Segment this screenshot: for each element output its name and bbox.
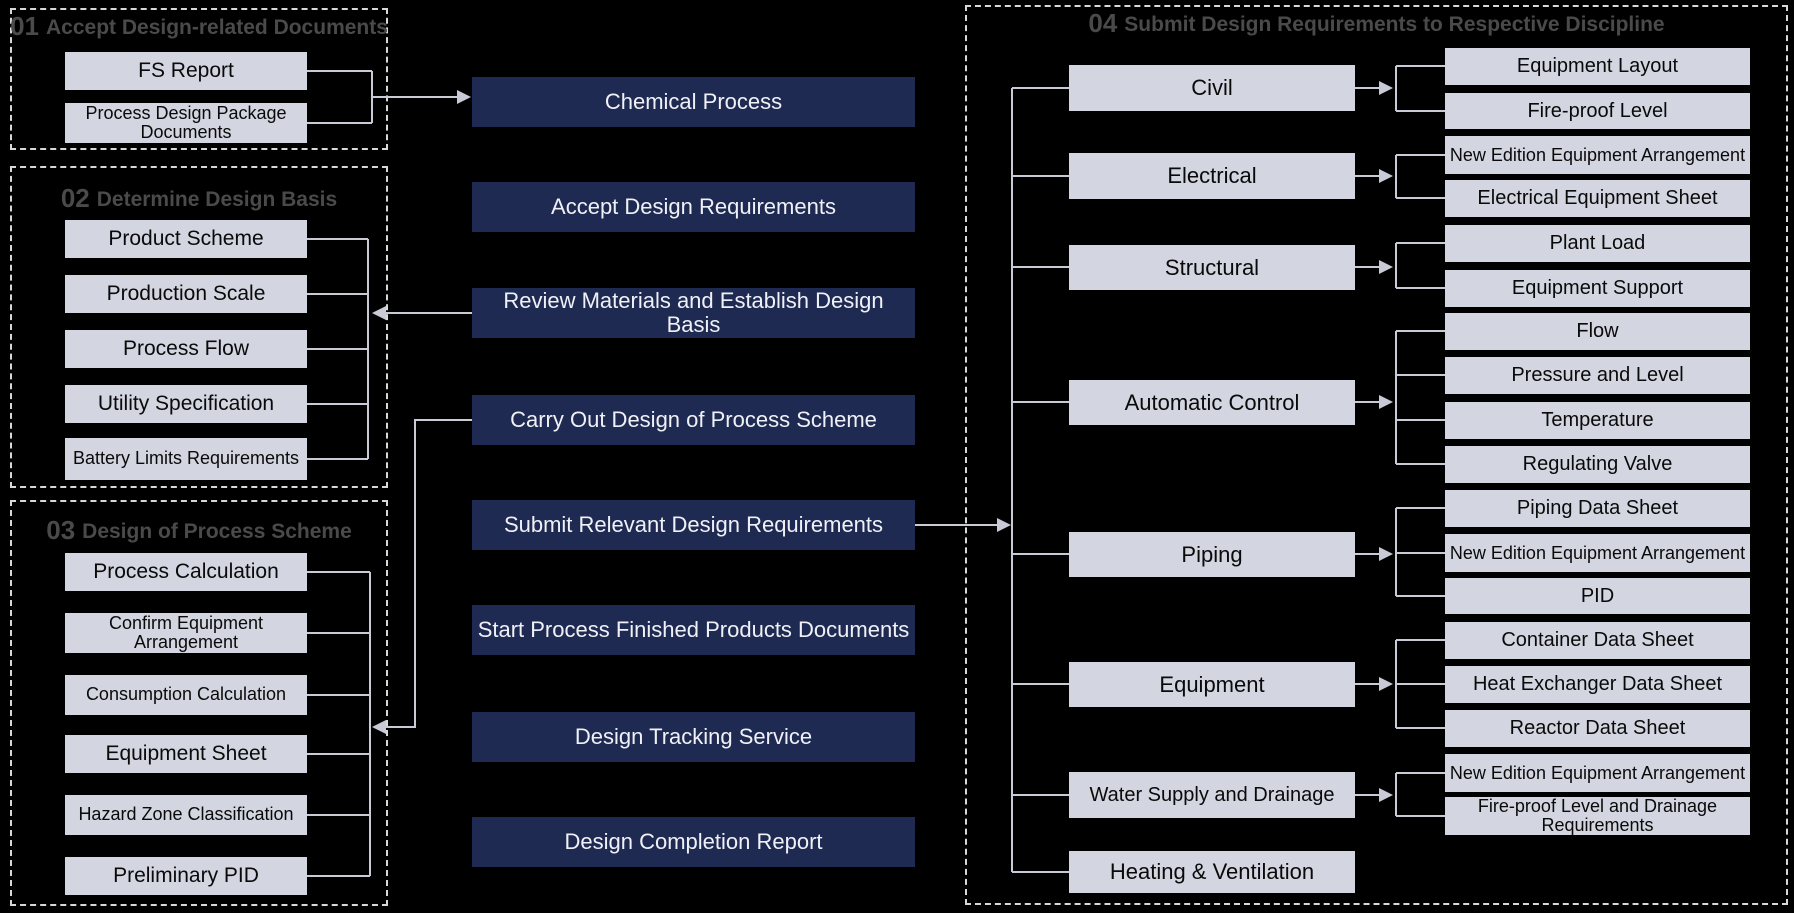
group-03-label: Design of Process Scheme (82, 520, 352, 543)
node-process-flow: Process Flow (65, 330, 307, 368)
node-equipment: Equipment (1069, 662, 1355, 707)
group-02-title: 02 Determine Design Basis (10, 184, 388, 214)
node-electrical-equipment-sheet: Electrical Equipment Sheet (1445, 180, 1750, 217)
node-confirm-equipment-arrangement: Confirm Equipment Arrangement (65, 613, 307, 653)
node-regulating-valve: Regulating Valve (1445, 446, 1750, 483)
node-production-scale: Production Scale (65, 275, 307, 313)
node-start-process-finished-products-documents: Start Process Finished Products Document… (472, 605, 915, 655)
node-utility-specification: Utility Specification (65, 385, 307, 423)
group-04-number: 04 (1088, 8, 1118, 38)
group-03-frame (10, 500, 388, 906)
node-new-edition-equipment-arrangement-1: New Edition Equipment Arrangement (1445, 136, 1750, 174)
node-electrical: Electrical (1069, 153, 1355, 199)
node-temperature: Temperature (1445, 402, 1750, 439)
node-accept-design-requirements: Accept Design Requirements (472, 182, 915, 232)
group-02-label: Determine Design Basis (96, 188, 338, 211)
node-automatic-control: Automatic Control (1069, 380, 1355, 425)
group-04-title: 04 Submit Design Requirements to Respecti… (965, 9, 1788, 39)
node-review-materials-and-establish-design-basis: Review Materials and Establish Design Ba… (472, 288, 915, 338)
node-pid: PID (1445, 578, 1750, 614)
node-submit-relevant-design-requirements: Submit Relevant Design Requirements (472, 500, 915, 550)
node-design-completion-report: Design Completion Report (472, 817, 915, 867)
group-04-label: Submit Design Requirements to Respective… (1124, 13, 1665, 36)
node-process-calculation: Process Calculation (65, 553, 307, 591)
node-equipment-support: Equipment Support (1445, 270, 1750, 307)
node-reactor-data-sheet: Reactor Data Sheet (1445, 710, 1750, 747)
node-fs-report: FS Report (65, 52, 307, 90)
node-new-edition-equipment-arrangement-3: New Edition Equipment Arrangement (1445, 754, 1750, 792)
node-fire-proof-level: Fire-proof Level (1445, 93, 1750, 129)
group-01-number: 01 (10, 11, 39, 41)
node-heating-ventilation: Heating & Ventilation (1069, 851, 1355, 893)
group-03-number: 03 (46, 515, 76, 545)
node-civil: Civil (1069, 65, 1355, 111)
node-piping-data-sheet: Piping Data Sheet (1445, 490, 1750, 527)
node-preliminary-pid: Preliminary PID (65, 857, 307, 895)
node-design-tracking-service: Design Tracking Service (472, 712, 915, 762)
node-equipment-layout: Equipment Layout (1445, 48, 1750, 85)
group-03-title: 03 Design of Process Scheme (10, 516, 388, 546)
group-01-label: Accept Design-related Documents (46, 16, 388, 39)
node-product-scheme: Product Scheme (65, 220, 307, 258)
node-structural: Structural (1069, 245, 1355, 290)
group-01-frame (10, 8, 388, 150)
node-battery-limits-requirements: Battery Limits Requirements (65, 438, 307, 480)
node-piping: Piping (1069, 532, 1355, 577)
node-water-supply-and-drainage: Water Supply and Drainage (1069, 772, 1355, 818)
node-equipment-sheet: Equipment Sheet (65, 735, 307, 773)
node-heat-exchanger-data-sheet: Heat Exchanger Data Sheet (1445, 666, 1750, 703)
node-fire-proof-level-and-drainage-requirements: Fire-proof Level and Drainage Requiremen… (1445, 797, 1750, 835)
node-hazard-zone-classification: Hazard Zone Classification (65, 795, 307, 835)
node-plant-load: Plant Load (1445, 225, 1750, 262)
node-flow: Flow (1445, 313, 1750, 350)
group-02-frame (10, 166, 388, 488)
node-chemical-process: Chemical Process (472, 77, 915, 127)
node-process-design-package-documents: Process Design Package Documents (65, 103, 307, 143)
node-new-edition-equipment-arrangement-2: New Edition Equipment Arrangement (1445, 534, 1750, 572)
group-02-number: 02 (60, 183, 90, 213)
node-carry-out-design-of-process-scheme: Carry Out Design of Process Scheme (472, 395, 915, 445)
node-pressure-and-level: Pressure and Level (1445, 357, 1750, 394)
node-consumption-calculation: Consumption Calculation (65, 675, 307, 715)
node-container-data-sheet: Container Data Sheet (1445, 622, 1750, 659)
group-04-frame (965, 5, 1788, 905)
group-01-title: 01 Accept Design-related Documents (10, 12, 388, 42)
